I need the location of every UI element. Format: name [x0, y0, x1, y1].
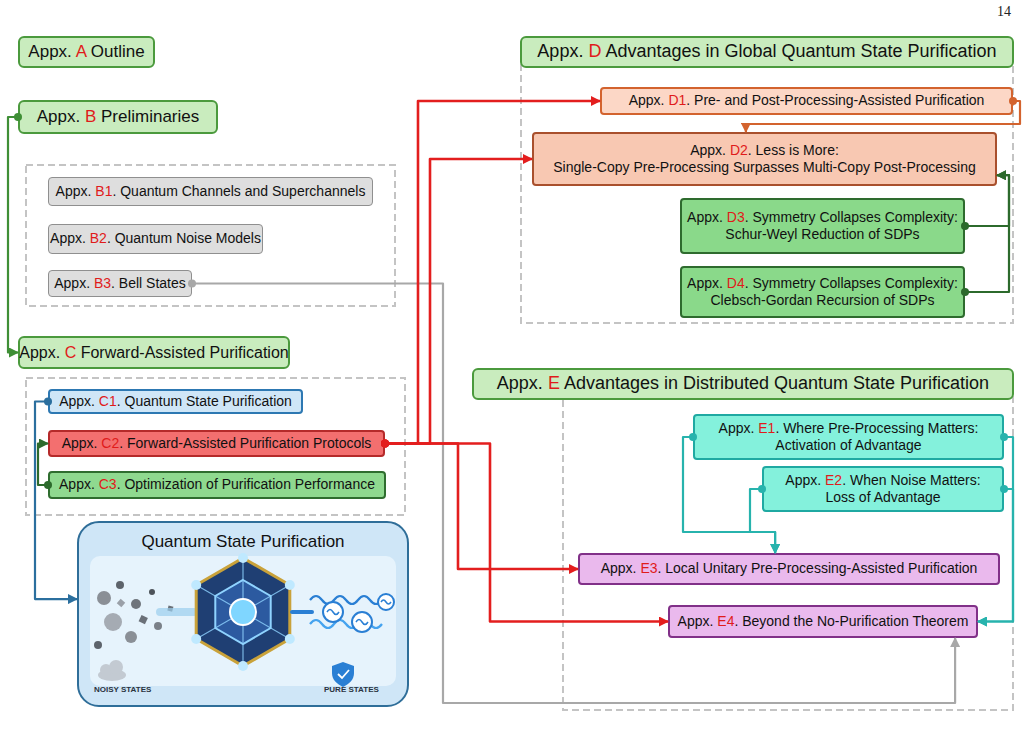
- box-label: Appx. D1. Pre- and Post-Processing-Assis…: [629, 92, 985, 109]
- subsection-box: Appx. E2. When Noise Matters: Loss of Ad…: [762, 466, 1004, 512]
- box-label: Appx. D Advantages in Global Quantum Sta…: [537, 41, 996, 63]
- box-label: Appx. C3. Optimization of Purification P…: [59, 476, 375, 493]
- box-label: Appx. C Forward-Assisted Purification: [19, 343, 288, 363]
- section-heading-box: Appx. B Preliminaries: [18, 100, 218, 134]
- box-label: Appx. E1. Where Pre-Processing Matters: …: [719, 420, 979, 454]
- box-label: Appx. C1. Quantum State Purification: [59, 393, 292, 410]
- subsection-box: Appx. C1. Quantum State Purification: [48, 389, 303, 414]
- dashed-group: [563, 384, 1013, 710]
- subsection-box: Appx. D3. Symmetry Collapses Complexity:…: [680, 198, 965, 254]
- subsection-box: Appx. E3. Local Unitary Pre-Processing-A…: [578, 553, 1000, 585]
- box-label: Appx. E4. Beyond the No-Purification The…: [678, 613, 969, 630]
- connector: [385, 444, 578, 570]
- page-number: 14: [997, 4, 1011, 19]
- box-label: Appx. C2. Forward-Assisted Purification …: [62, 435, 372, 452]
- dashed-group: [521, 52, 1013, 323]
- illustration-caption: PURE STATES: [324, 686, 379, 695]
- box-label: Quantum State Purification: [141, 532, 344, 553]
- section-heading-box: Appx. C Forward-Assisted Purification: [18, 336, 290, 369]
- subsection-box: Appx. B1. Quantum Channels and Superchan…: [48, 177, 373, 206]
- connector: [385, 159, 532, 444]
- subsection-box: Appx. B3. Bell States: [48, 270, 192, 297]
- subsection-box: Appx. D1. Pre- and Post-Processing-Assis…: [600, 87, 1013, 115]
- section-heading-box: Appx. E Advantages in Distributed Quantu…: [472, 368, 1014, 400]
- box-label: Appx. B3. Bell States: [54, 275, 186, 292]
- subsection-box: Appx. B2. Quantum Noise Models: [48, 224, 263, 254]
- box-label: Appx. A Outline: [28, 42, 144, 63]
- connector: [978, 437, 1013, 622]
- subsection-box: Appx. C2. Forward-Assisted Purification …: [48, 430, 385, 457]
- subsection-box: Appx. E1. Where Pre-Processing Matters: …: [693, 414, 1004, 460]
- connector: [965, 175, 1009, 292]
- box-label: Appx. E2. When Noise Matters: Loss of Ad…: [785, 472, 980, 506]
- subsection-box: Appx. D2. Less is More: Single-Copy Pre-…: [532, 132, 997, 186]
- box-label: Appx. D4. Symmetry Collapses Complexity:…: [687, 275, 958, 309]
- section-heading-box: Appx. A Outline: [18, 36, 155, 68]
- box-label: Appx. D2. Less is More: Single-Copy Pre-…: [553, 142, 976, 176]
- illustration-caption: NOISY STATES: [94, 686, 151, 695]
- section-heading-box: Appx. D Advantages in Global Quantum Sta…: [520, 36, 1014, 68]
- connector: [38, 444, 48, 486]
- box-label: Appx. E3. Local Unitary Pre-Processing-A…: [601, 560, 978, 577]
- subsection-box: Appx. C3. Optimization of Purification P…: [48, 471, 386, 499]
- dashed-group: [26, 165, 395, 306]
- box-label: Appx. B Preliminaries: [37, 107, 200, 128]
- connector: [8, 117, 18, 353]
- box-label: Appx. E Advantages in Distributed Quantu…: [497, 373, 989, 395]
- box-label: Appx. B2. Quantum Noise Models: [50, 230, 261, 247]
- box-label: Appx. B1. Quantum Channels and Superchan…: [56, 183, 366, 200]
- dashed-group: [26, 378, 405, 515]
- subsection-box: Appx. E4. Beyond the No-Purification The…: [668, 605, 978, 638]
- connector: [385, 444, 668, 622]
- box-label: Appx. D3. Symmetry Collapses Complexity:…: [687, 209, 958, 243]
- illustration-panel: Quantum State Purification: [77, 521, 409, 707]
- subsection-box: Appx. D4. Symmetry Collapses Complexity:…: [680, 266, 965, 318]
